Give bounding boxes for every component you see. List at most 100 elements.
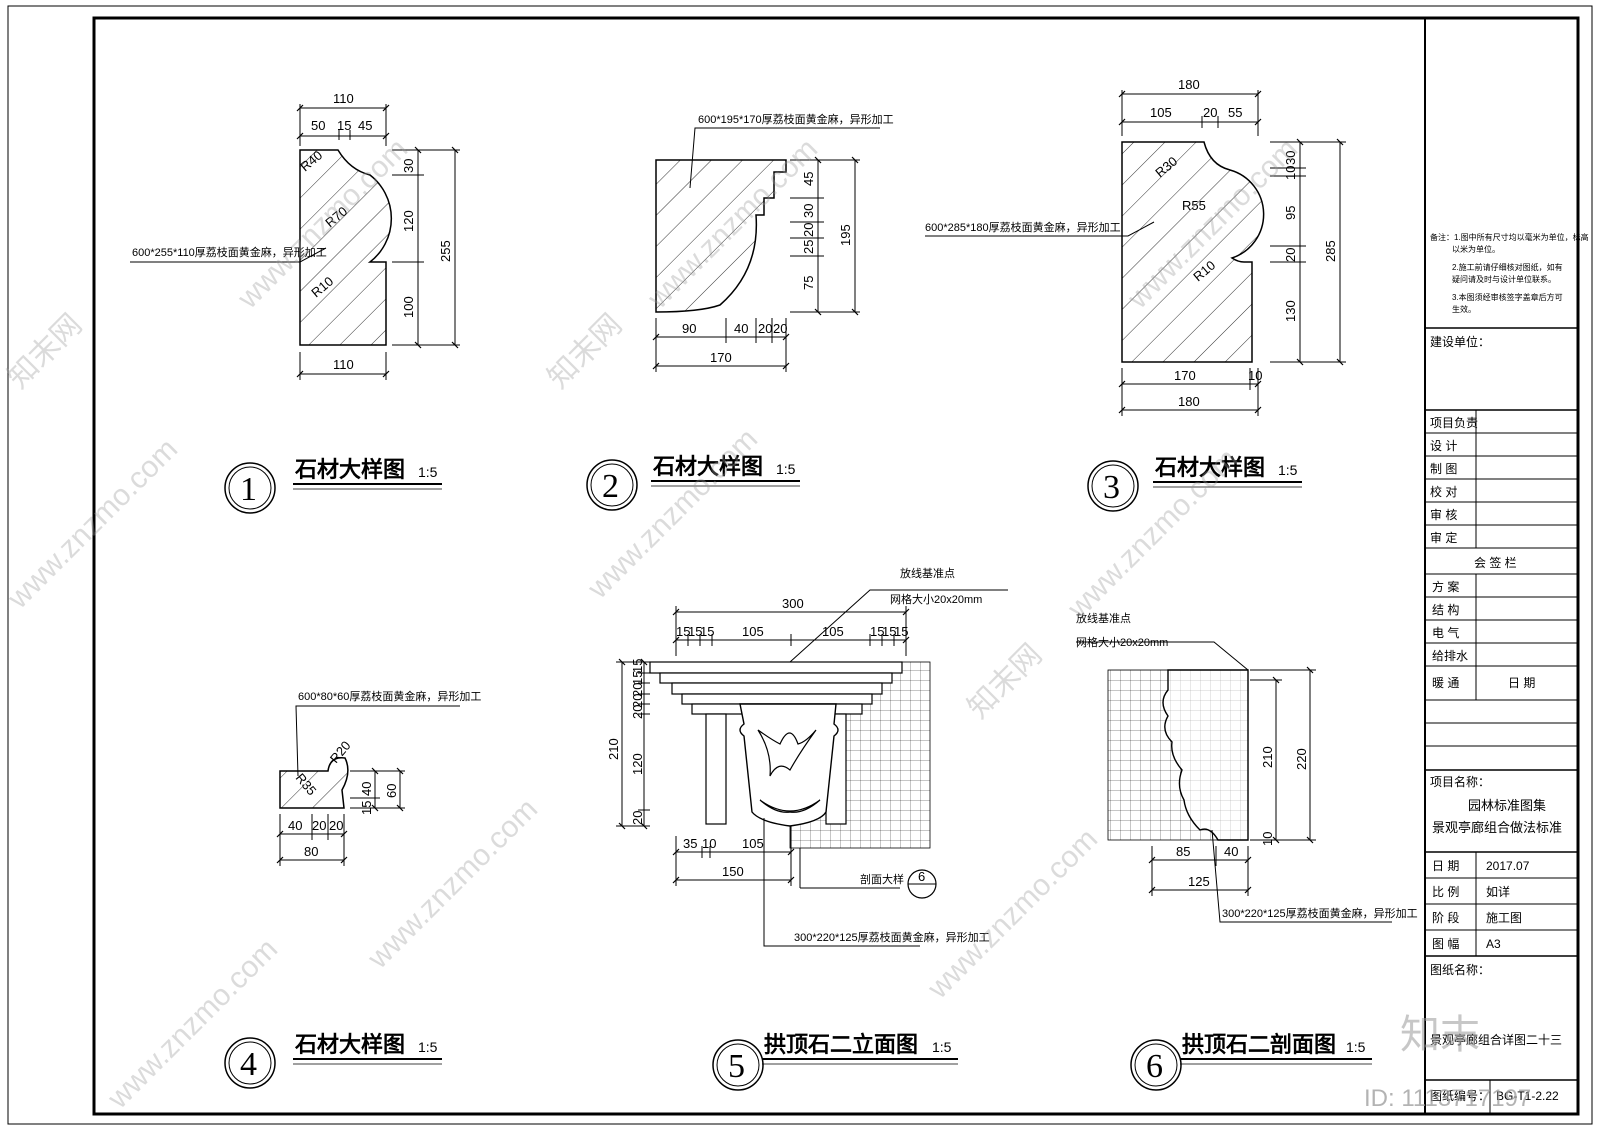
detail-4: 600*80*60厚荔枝面黄金麻，异形加工 R20 R35 40 15 60 4…: [224, 689, 481, 1089]
d3-r95: 95: [1283, 206, 1298, 220]
d2-b40: 40: [734, 321, 748, 336]
d2-b20a: 20: [758, 321, 772, 336]
d3-radius-b: R55: [1182, 198, 1206, 213]
detail-scale-4: 1:5: [418, 1039, 438, 1055]
tb-meta-label-1: 日 期: [1432, 859, 1459, 873]
keystone-section: [1162, 669, 1249, 841]
d1-r100: 100: [401, 296, 416, 318]
tb-remark-5: 3.本图须经审核签字盖章后方可: [1452, 292, 1563, 302]
tb-role-2: 设 计: [1430, 439, 1457, 453]
detail-number-5: 5: [728, 1048, 745, 1085]
detail-scale-1: 1:5: [418, 464, 438, 480]
d5-grid-label: 放线基准点: [900, 566, 955, 580]
tb-role-1: 项目负责: [1430, 416, 1478, 430]
d6-grid-note: 网格大小20x20mm: [1076, 635, 1168, 649]
d5-b35: 35: [683, 836, 697, 851]
d6-b40: 40: [1224, 844, 1238, 859]
detail-2: 600*195*170厚荔枝面黄金麻，异形加工 45 30 20 25 75 1…: [586, 112, 894, 511]
d3-top-a: 105: [1150, 105, 1172, 120]
stone-profile-4: [279, 757, 349, 809]
watermark-10: www.znzmo.com: [361, 792, 544, 975]
d2-b20b: 20: [773, 321, 787, 336]
d5-t5: 105: [822, 624, 844, 639]
tb-drawing-no: BG-T1-2.22: [1496, 1089, 1559, 1103]
watermark-4: 知末网: [542, 308, 629, 395]
detail-1: 110 50 15 45 110 30 120 100 255 R40 R70 …: [130, 91, 460, 514]
detail-number-2: 2: [602, 468, 619, 505]
d6-grid-label: 放线基准点: [1076, 611, 1131, 625]
d4-r40: 40: [359, 782, 374, 796]
d5-t4: 105: [742, 624, 764, 639]
tb-drawing-no-label: 图纸编号：: [1430, 1088, 1490, 1103]
detail-number-1: 1: [240, 471, 257, 508]
d3-b170: 170: [1174, 368, 1196, 383]
d1-note: 600*255*110厚荔枝面黄金麻，异形加工: [132, 245, 327, 259]
d5-b105: 105: [742, 836, 764, 851]
d3-r30: 30: [1283, 151, 1298, 165]
d6-b-total: 125: [1188, 874, 1210, 889]
d2-note: 600*195*170厚荔枝面黄金麻，异形加工: [698, 112, 894, 126]
detail-title-6: 拱顶石二剖面图: [1182, 1032, 1336, 1057]
stone-profile-3: [1121, 141, 1265, 363]
tb-meta-value-3: 施工图: [1486, 911, 1522, 925]
detail-title-1: 石材大样图: [294, 457, 405, 482]
d5-t3: 15: [700, 624, 714, 639]
tb-meta-label-2: 比 例: [1432, 885, 1459, 899]
watermark-11: www.znzmo.com: [921, 822, 1104, 1005]
title-block: 备注：1.图中所有尺寸均以毫米为单位，标高 以米为单位。 2.施工前请仔细核对图…: [1425, 232, 1589, 1114]
d5-grid-note: 网格大小20x20mm: [890, 592, 982, 606]
detail-number-circle-4: [224, 1037, 276, 1089]
d2-r20: 20: [801, 223, 816, 237]
d5-l6: 120: [630, 753, 645, 775]
d3-r10: 10: [1283, 166, 1298, 180]
d4-b40: 40: [288, 818, 302, 833]
d5-b-total: 150: [722, 864, 744, 879]
tb-meta-value-2: 如详: [1486, 884, 1510, 899]
tb-drawing-name: 景观亭廊组合详图二十三: [1430, 1032, 1562, 1047]
tb-meta-label-3: 阶 段: [1432, 910, 1459, 925]
d3-r20: 20: [1283, 248, 1298, 262]
detail-title-4: 石材大样图: [294, 1032, 405, 1057]
tb-remark-4: 疑问请及时与设计单位联系。: [1452, 274, 1556, 284]
d6-r-small: 10: [1260, 832, 1275, 846]
d3-b10: 10: [1248, 368, 1262, 383]
d5-l-total: 210: [606, 738, 621, 760]
watermark-7: www.znzmo.com: [581, 422, 764, 605]
detail-title-2: 石材大样图: [652, 454, 763, 479]
tb-remark-6: 生效。: [1452, 304, 1476, 314]
detail-scale-5: 1:5: [932, 1039, 952, 1055]
watermark-12: www.znzmo.com: [101, 932, 284, 1115]
detail-title-3: 石材大样图: [1154, 455, 1265, 480]
tb-disc-5: 暖 通: [1432, 676, 1459, 690]
d5-t6: 15: [870, 624, 884, 639]
detail-3: 180 105 20 55 30 10 95 20 130 285 170 10…: [925, 77, 1346, 512]
tb-project-name-1: 园林标准图集: [1468, 798, 1546, 813]
tb-date-col: 日 期: [1508, 676, 1535, 690]
detail-number-circle-6: [1130, 1039, 1182, 1091]
tb-remark-1: 备注：1.图中所有尺寸均以毫米为单位，标高: [1430, 232, 1589, 242]
d3-top-b: 20: [1203, 105, 1217, 120]
d5-note: 300*220*125厚荔枝面黄金麻，异形加工: [794, 930, 990, 944]
d5-t7: 15: [882, 624, 896, 639]
d4-r15: 15: [359, 801, 374, 815]
detail-5: 300 15 15 15 105 105 15 15 15 15 15 20 2…: [606, 566, 1008, 1091]
d2-r75: 75: [801, 276, 816, 290]
detail-number-3: 3: [1103, 469, 1120, 506]
tb-disc-1: 方 案: [1432, 579, 1459, 594]
tb-meta-value-1: 2017.07: [1486, 859, 1530, 873]
watermark-logo: 知末: [1400, 1013, 1480, 1057]
tb-role-3: 制 图: [1430, 462, 1457, 476]
stone-profile-2: [655, 159, 787, 313]
d1-top-c: 45: [358, 118, 372, 133]
d1-bottom: 110: [333, 357, 354, 372]
d3-b-total: 180: [1178, 394, 1200, 409]
inner-frame: [92, 16, 1580, 1116]
d3-note: 600*285*180厚荔枝面黄金麻，异形加工: [925, 220, 1121, 234]
d5-t1: 15: [676, 624, 690, 639]
d5-l1: 15: [630, 659, 645, 673]
d5-section-ref: 剖面大样: [860, 872, 904, 886]
d1-top-b: 15: [337, 118, 351, 133]
tb-remark-3: 2.施工前请仔细核对图纸，如有: [1452, 262, 1563, 272]
d6-r-inner: 210: [1260, 746, 1275, 768]
d1-r30: 30: [401, 159, 416, 173]
